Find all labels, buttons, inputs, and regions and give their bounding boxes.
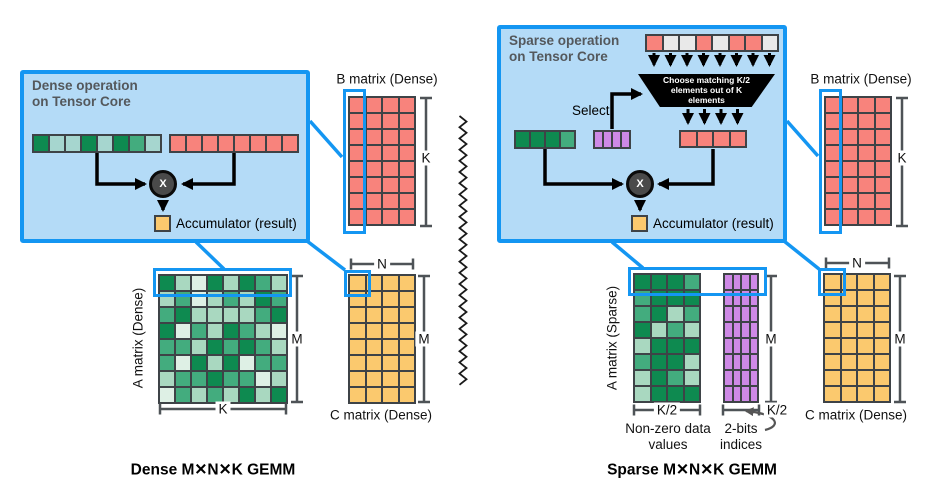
matrix-cell: [620, 130, 631, 149]
sparse-b-matrix-highlight: [819, 89, 842, 234]
sparse-a-dim-m: M: [762, 331, 780, 347]
dense-box-title: Dense operation on Tensor Core: [32, 78, 138, 110]
sparse-accumulator-square: [631, 215, 648, 232]
matrix-cell: [270, 386, 288, 404]
sparse-c-dim-n: N: [849, 255, 865, 271]
sparse-b-matrix-grid: [824, 96, 892, 226]
dense-caption: Dense M✕N✕K GEMM: [130, 461, 296, 479]
sparse-c-matrix-label: C matrix (Dense): [804, 407, 908, 423]
matrix-cell: [281, 134, 299, 153]
dense-box-title-line1: Dense operation: [32, 78, 138, 93]
sparse-b-dim-k: K: [894, 150, 910, 166]
dense-a-matrix-highlight: [153, 268, 292, 297]
sparse-indices-vector: [593, 130, 631, 149]
dense-b-matrix-grid: [348, 96, 416, 226]
matrix-cell: [682, 385, 701, 403]
nonzero-values-label-line2: values: [648, 437, 688, 452]
dense-c-dim-m: M: [415, 331, 433, 347]
select-label: Select: [572, 103, 610, 118]
sparse-operand-a-vector: [514, 130, 576, 149]
dense-a-matrix-grid: [158, 274, 288, 404]
zigzag-separator: [458, 115, 468, 386]
sparse-accumulator-label: Accumulator (result): [653, 216, 774, 231]
nonzero-values-label-line1: Non-zero data: [625, 421, 711, 436]
sparse-c-matrix-highlight: [818, 268, 846, 296]
dense-b-matrix-label: B matrix (Dense): [336, 71, 438, 87]
dense-operand-b-vector: [169, 134, 299, 153]
dense-c-matrix-grid: [348, 274, 416, 404]
sparse-a-dim-k2: K/2: [653, 402, 681, 418]
dense-multiply-symbol: X: [159, 178, 167, 190]
dense-c-matrix-label: C matrix (Dense): [329, 407, 433, 423]
matrix-cell: [872, 385, 891, 403]
matrix-cell: [397, 208, 416, 226]
sparse-box-title-line1: Sparse operation: [509, 33, 620, 48]
matrix-cell: [760, 34, 779, 52]
matrix-cell: [873, 208, 892, 226]
funnel-text-line2: elements out of K: [670, 85, 743, 96]
funnel-text-line3: elements: [688, 95, 725, 106]
dense-operand-a-vector: [32, 134, 162, 153]
nonzero-values-label: Non-zero data values: [625, 421, 711, 453]
matrix-cell: [748, 385, 759, 403]
sparse-a-matrix-highlight: [628, 267, 767, 296]
dense-multiply-circle: X: [149, 170, 177, 198]
matrix-cell: [144, 134, 162, 153]
two-bit-indices-label-line1: 2-bits: [724, 421, 758, 436]
sparse-b-matrix-label: B matrix (Dense): [810, 71, 912, 87]
dense-a-dim-m: M: [288, 331, 306, 347]
sparse-input-vector: [645, 34, 779, 52]
dense-a-matrix-label: A matrix (Dense): [130, 287, 146, 389]
dense-accumulator-label: Accumulator (result): [176, 216, 297, 231]
two-bit-indices-label-line2: indices: [719, 437, 763, 452]
sparse-a-matrix-grid: [633, 273, 701, 403]
sparse-multiply-circle: X: [626, 170, 654, 198]
dense-b-dim-k: K: [418, 150, 434, 166]
sparse-c-matrix-grid: [823, 273, 891, 403]
dense-c-matrix-highlight: [344, 270, 371, 297]
matrix-cell: [397, 386, 416, 404]
sparse-multiply-symbol: X: [636, 178, 644, 190]
dense-a-dim-k: K: [215, 401, 231, 417]
dense-c-dim-n: N: [374, 256, 390, 272]
dense-box-title-line2: on Tensor Core: [32, 94, 131, 110]
sparse-c-dim-m: M: [891, 331, 909, 347]
sparse-indices-dim-k2: K/2: [763, 402, 791, 418]
dense-b-matrix-highlight: [343, 89, 366, 234]
funnel-text-line1: Choose matching K/2: [663, 75, 750, 85]
dense-tensor-core-box: [20, 70, 310, 243]
sparse-box-title-line2: on Tensor Core: [509, 49, 608, 65]
sparse-indices-matrix-grid: [723, 273, 759, 403]
sparse-a-matrix-label: A matrix (Sparse): [604, 285, 620, 391]
two-bit-indices-label: 2-bits indices: [720, 421, 762, 453]
sparse-select-funnel: Choose matching K/2 elements out of K el…: [638, 74, 775, 107]
sparse-caption: Sparse M✕N✕K GEMM: [607, 461, 777, 479]
sparse-selected-vector: [679, 130, 747, 148]
sparse-box-title: Sparse operation on Tensor Core: [509, 33, 619, 65]
matrix-cell: [559, 130, 576, 149]
dense-accumulator-square: [154, 215, 171, 232]
matrix-cell: [728, 130, 747, 148]
